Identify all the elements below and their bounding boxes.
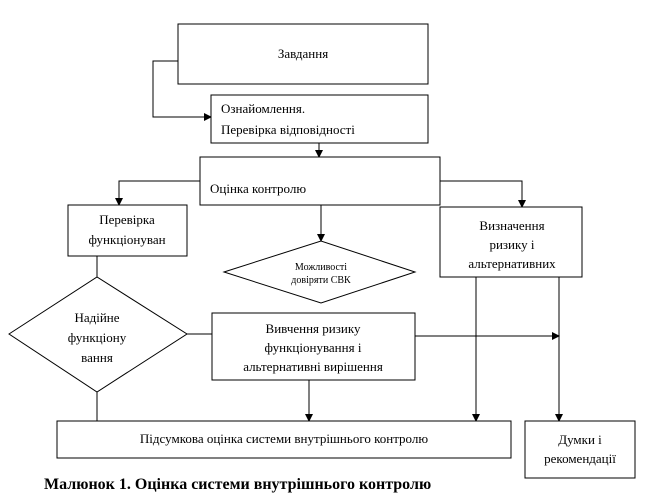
arrow-assessment-to-risk-definition (440, 180, 526, 208)
node-opinions-line2: рекомендації (544, 451, 616, 466)
node-reliable-functioning-line2: функціону (68, 330, 127, 345)
node-functioning-check: Перевірка функціонуван (67, 204, 188, 257)
node-risk-definition: Визначення ризику і альтернативних (439, 206, 583, 278)
node-functioning-check-line2: функціонуван (88, 232, 165, 247)
figure-caption: Малюнок 1. Оцінка системи внутрішнього к… (44, 476, 432, 493)
node-control-assessment: Оцінка контролю (199, 156, 441, 206)
node-risk-study-line1: Вивчення ризику (266, 321, 361, 336)
node-familiarization-line1: Ознайомлення. (221, 101, 305, 116)
node-functioning-check-line1: Перевірка (99, 212, 155, 227)
connectors (96, 60, 563, 422)
node-risk-definition-line1: Визначення (479, 218, 544, 233)
node-risk-study-line2: функціонування і (265, 340, 362, 355)
node-task: Завдання (177, 23, 429, 85)
node-final-assessment-label: Підсумкова оцінка системи внутрішнього к… (140, 431, 428, 446)
node-familiarization: Ознайомлення. Перевірка відповідності (210, 94, 429, 144)
node-task-label: Завдання (278, 46, 328, 61)
node-trust-possibility-line2: довіряти СВК (291, 275, 351, 286)
node-risk-definition-line2: ризику і (489, 237, 534, 252)
node-reliable-functioning-line1: Надійне (74, 310, 119, 325)
node-risk-study: Вивчення ризику функціонування і альтерн… (211, 312, 416, 381)
node-opinions: Думки і рекомендації (524, 420, 636, 479)
node-risk-definition-line3: альтернативних (468, 256, 556, 271)
node-opinions-line1: Думки і (558, 432, 602, 447)
node-final-assessment: Підсумкова оцінка системи внутрішнього к… (56, 420, 512, 459)
arrow-task-to-familiarization (152, 60, 212, 121)
node-trust-possibility-line1: Можливості (295, 262, 347, 273)
node-reliable-functioning: Надійне функціону вання (8, 276, 188, 393)
node-reliable-functioning-line3: вання (81, 350, 113, 365)
arrow-assessment-to-functioning-check (115, 180, 200, 206)
node-risk-study-line3: альтернативні вирішення (243, 359, 383, 374)
node-trust-possibility: Можливості довіряти СВК (222, 240, 417, 304)
node-control-assessment-label: Оцінка контролю (210, 181, 306, 196)
node-familiarization-line2: Перевірка відповідності (221, 122, 355, 137)
